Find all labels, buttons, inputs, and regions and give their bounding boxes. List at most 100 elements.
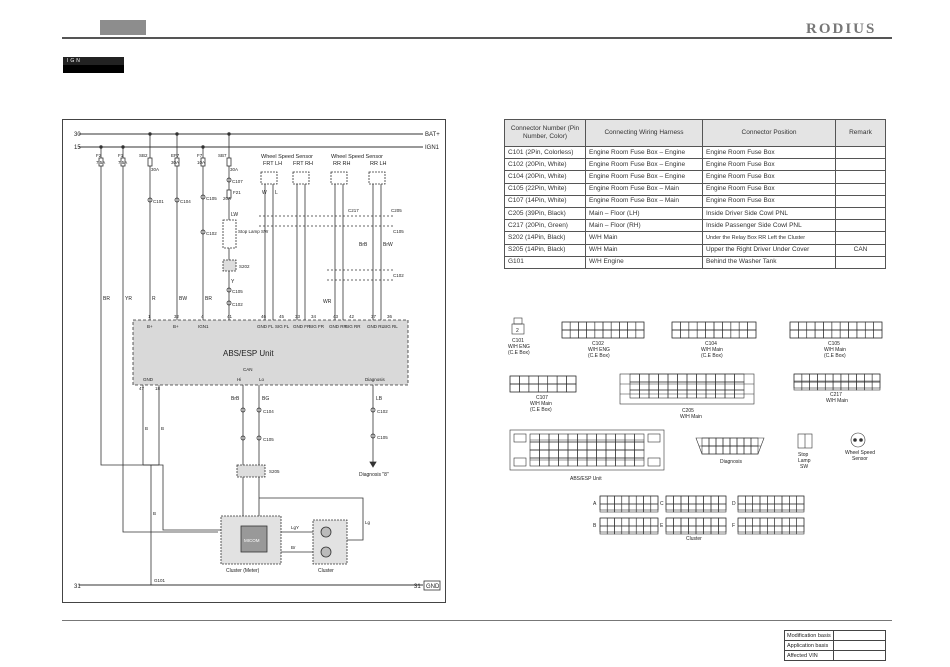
svg-text:W/H Main: W/H Main [530,401,552,407]
pin-cell [737,503,746,513]
pin-cell [628,525,637,535]
pin-cell [548,433,559,443]
pin-cell [529,441,540,451]
sensor-rr-lh [368,171,386,185]
svg-text:SIG FL: SIG FL [275,324,290,329]
abs-warning-icon [320,526,332,538]
micom-chip [240,525,268,553]
svg-text:C102: C102 [377,409,388,414]
svg-text:R: R [152,296,156,302]
svg-text:BrB: BrB [359,242,368,248]
pin-cell [823,329,833,339]
pin-cell [781,525,790,535]
svg-text:Sensor: Sensor [852,456,868,462]
pin-cell [750,445,759,455]
pin-cell [759,495,768,505]
svg-text:C217: C217 [830,392,842,398]
pin-cell [738,321,748,331]
svg-text:SB7: SB7 [218,153,227,158]
header-tab [100,20,146,35]
svg-text:L: L [275,190,278,196]
pin-cell [856,321,866,331]
pin-cell [789,495,797,505]
gnd-box [423,580,441,591]
svg-text:C205: C205 [682,408,694,414]
pin-cell [624,441,635,451]
pin-cell [578,329,587,339]
pin-cell [624,433,635,443]
svg-text:B: B [593,523,597,529]
pin-cell [715,373,726,383]
svg-text:LgY: LgY [291,525,299,530]
footer-rule [62,620,892,621]
pin-cell [624,457,635,467]
svg-text:C104: C104 [263,409,274,414]
pin-cell [774,525,783,535]
pin-cell [528,375,539,385]
pin-cell [718,517,727,527]
pin-cell [667,381,678,391]
svg-text:C105: C105 [232,289,243,294]
pin-cell [596,457,607,467]
pin-cell [537,375,549,385]
pin-cell [736,437,745,447]
pin-cell [634,449,645,459]
pin-cell [614,503,623,513]
pin-cell [586,449,597,459]
svg-text:LW: LW [231,212,238,218]
pin-cell [643,517,652,527]
connector-cluster: A B C D E F Cluster [593,495,805,542]
table-row: Application basis [784,640,886,651]
pin-cell [703,525,712,535]
pin-cell [635,329,645,339]
pin-cell [528,383,539,393]
ign1-label: IGN1 [425,145,440,151]
pin-cell [635,525,644,535]
pin-cell [774,495,783,505]
pin-cell [639,373,650,383]
pin-cell [539,457,550,467]
pin-cell [817,381,826,391]
svg-text:C104: C104 [705,341,717,347]
pin-cell [569,321,579,331]
svg-text:S202: S202 [239,264,250,269]
section-label: IGN [63,57,124,73]
svg-text:FRT LH: FRT LH [263,161,282,167]
svg-text:C105: C105 [828,341,840,347]
svg-text:36: 36 [387,314,393,319]
svg-text:BW: BW [179,296,187,302]
pin-cell [695,525,704,535]
svg-text:C101: C101 [512,338,524,344]
pin-cell [864,321,874,331]
pin-cell [610,321,620,331]
pin-cell [596,441,607,451]
svg-text:BR: BR [205,296,212,302]
table-row: C217 (20Pin, Green)Main – Floor (RH)Insi… [504,219,886,233]
pin-cell [614,525,623,535]
pin-cell [615,433,626,443]
pin-cell [730,329,740,339]
pin-cell [610,329,620,339]
svg-text:10A: 10A [197,160,205,165]
pin-cell [621,495,630,505]
pin-cell [793,381,803,391]
pin-cell [665,525,674,535]
fuse-f2: F2 7.5A [96,145,105,167]
pin-cell [715,437,724,447]
pin-cell [729,445,738,455]
svg-text:2: 2 [516,328,519,334]
pin-cell [567,449,578,459]
pin-cell [671,321,681,331]
pin-cell [701,437,710,447]
pin-cell [848,329,858,339]
svg-text:F: F [732,523,735,529]
pin-cell [680,517,689,527]
pin-cell [634,441,645,451]
svg-text:W: W [262,190,267,196]
svg-text:Wheel Speed Sensor: Wheel Speed Sensor [261,154,313,160]
svg-text:G101: G101 [154,578,166,583]
fuse-f1: F1 7.5A [118,145,127,167]
svg-text:D: D [732,501,736,507]
svg-text:Lamp: Lamp [798,458,811,464]
pin-cell [605,457,616,467]
